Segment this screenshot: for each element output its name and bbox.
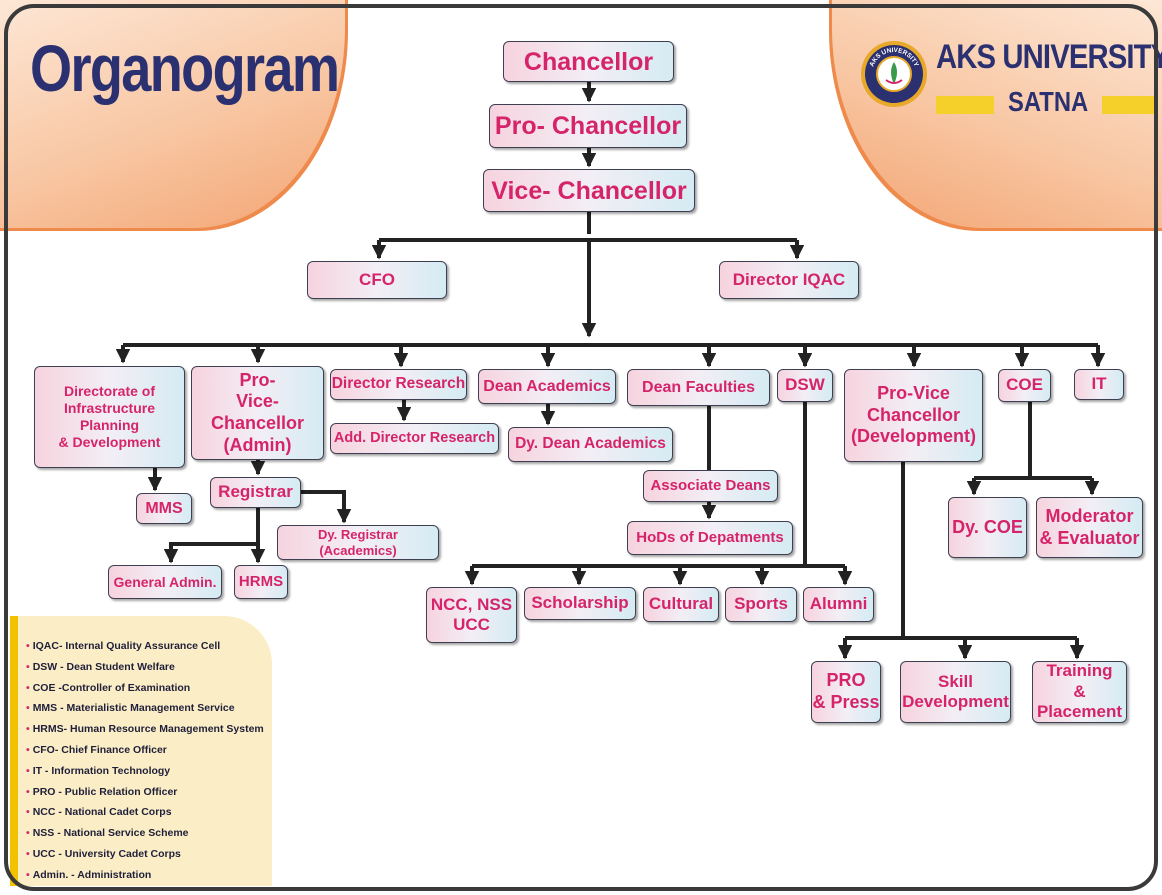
node-cfo: CFO — [307, 261, 447, 299]
connector-registrar-dyreg — [300, 490, 352, 524]
legend-item: •COE -Controller of Examination — [26, 680, 264, 701]
node-moderator-evaluator: Moderator & Evaluator — [1036, 497, 1143, 558]
legend-item-label: NSS - National Service Scheme — [32, 827, 189, 840]
node-chancellor: Chancellor — [503, 41, 674, 82]
legend-item: •Admin. - Administration — [26, 867, 264, 888]
legend-accent-strip — [10, 616, 18, 886]
node-scholarship: Scholarship — [524, 587, 636, 620]
node-pro-press: PRO & Press — [811, 661, 881, 723]
bullet-icon: • — [26, 847, 30, 860]
node-vice-chancellor: Vice- Chancellor — [483, 169, 695, 212]
legend-item-label: PRO - Public Relation Officer — [32, 785, 178, 798]
brand-name: AKS UNIVERSITY — [936, 38, 1162, 76]
bullet-icon: • — [26, 764, 30, 777]
node-alumni: Alumni — [803, 587, 874, 622]
legend-item: •NCC - National Cadet Corps — [26, 804, 264, 825]
node-dean-academics: Dean Academics — [478, 369, 616, 404]
node-sports: Sports — [725, 587, 797, 622]
abbreviation-legend: •IQAC- Internal Quality Assurance Cell •… — [10, 616, 272, 886]
node-director-research: Director Research — [330, 369, 467, 400]
bullet-icon: • — [26, 806, 30, 819]
connector-registrar-genadmin — [163, 542, 258, 564]
legend-item-label: IQAC- Internal Quality Assurance Cell — [32, 640, 221, 652]
legend-item-label: UCC - University Cadet Corps — [32, 847, 181, 860]
brand-bar-right — [1102, 96, 1158, 114]
legend-item-label: MMS - Materialistic Management Service — [32, 702, 235, 715]
node-dy-dean-academics: Dy. Dean Academics — [508, 427, 673, 462]
node-mms: MMS — [136, 493, 192, 524]
node-dy-coe: Dy. COE — [948, 497, 1027, 558]
legend-item-label: IT - Information Technology — [32, 764, 171, 777]
node-it: IT — [1074, 369, 1124, 400]
node-pvc-development: Pro-Vice Chancellor (Development) — [844, 369, 983, 462]
legend-item: •UCC - University Cadet Corps — [26, 846, 264, 867]
legend-item: •HRMS- Human Resource Management System — [26, 721, 264, 742]
legend-item-label: CFO- Chief Finance Officer — [32, 743, 167, 756]
node-dy-registrar: Dy. Registrar (Academics) — [277, 525, 439, 560]
legend-item-label: NCC - National Cadet Corps — [32, 806, 172, 819]
legend-item: •PRO - Public Relation Officer — [26, 784, 264, 805]
brand-bar-left — [936, 96, 994, 114]
brand-city: SATNA — [1008, 86, 1089, 117]
node-training-placement: Training & Placement — [1032, 661, 1127, 723]
node-hods: HoDs of Depatments — [627, 521, 793, 555]
bullet-icon: • — [26, 868, 30, 881]
node-dean-faculties: Dean Faculties — [627, 369, 770, 406]
legend-item-label: HRMS- Human Resource Management System — [32, 723, 264, 736]
university-logo: AKS UNIVERSITY — [861, 41, 927, 107]
node-add-director-research: Add. Director Research — [330, 423, 499, 454]
node-registrar: Registrar — [210, 477, 301, 508]
legend-item-label: DSW - Dean Student Welfare — [32, 660, 175, 673]
node-hrms: HRMS — [234, 565, 288, 599]
page-title: Organogram — [30, 31, 340, 105]
bullet-icon: • — [26, 681, 30, 694]
node-director-iqac: Director IQAC — [719, 261, 859, 299]
node-pro-chancellor: Pro- Chancellor — [489, 104, 687, 148]
legend-item-label: COE -Controller of Examination — [32, 681, 191, 694]
bullet-icon: • — [26, 827, 30, 840]
legend-item: •CFO- Chief Finance Officer — [26, 742, 264, 763]
node-dipd: Directorate of Infrastructure Planning &… — [34, 366, 185, 468]
bullet-icon: • — [26, 743, 30, 756]
node-general-admin: General Admin. — [108, 565, 222, 599]
bullet-icon: • — [26, 785, 30, 798]
legend-item: •IT - Information Technology — [26, 763, 264, 784]
node-ncc-nss-ucc: NCC, NSS UCC — [426, 587, 517, 643]
node-skill-development: Skill Development — [900, 661, 1011, 723]
legend-item: •DSW - Dean Student Welfare — [26, 659, 264, 680]
node-pvc-admin: Pro- Vice-Chancellor (Admin) — [191, 366, 324, 460]
legend-list: •IQAC- Internal Quality Assurance Cell •… — [26, 638, 264, 888]
bullet-icon: • — [26, 702, 30, 715]
node-dsw: DSW — [777, 369, 833, 402]
bullet-icon: • — [26, 723, 30, 736]
bullet-icon: • — [26, 640, 30, 652]
node-coe: COE — [998, 369, 1051, 402]
node-cultural: Cultural — [643, 587, 719, 622]
bullet-icon: • — [26, 660, 30, 673]
legend-item: •IQAC- Internal Quality Assurance Cell — [26, 638, 264, 659]
node-associate-deans: Associate Deans — [643, 470, 778, 502]
legend-item: •NSS - National Service Scheme — [26, 825, 264, 846]
legend-item-label: Admin. - Administration — [32, 868, 152, 881]
legend-item: •MMS - Materialistic Management Service — [26, 700, 264, 721]
